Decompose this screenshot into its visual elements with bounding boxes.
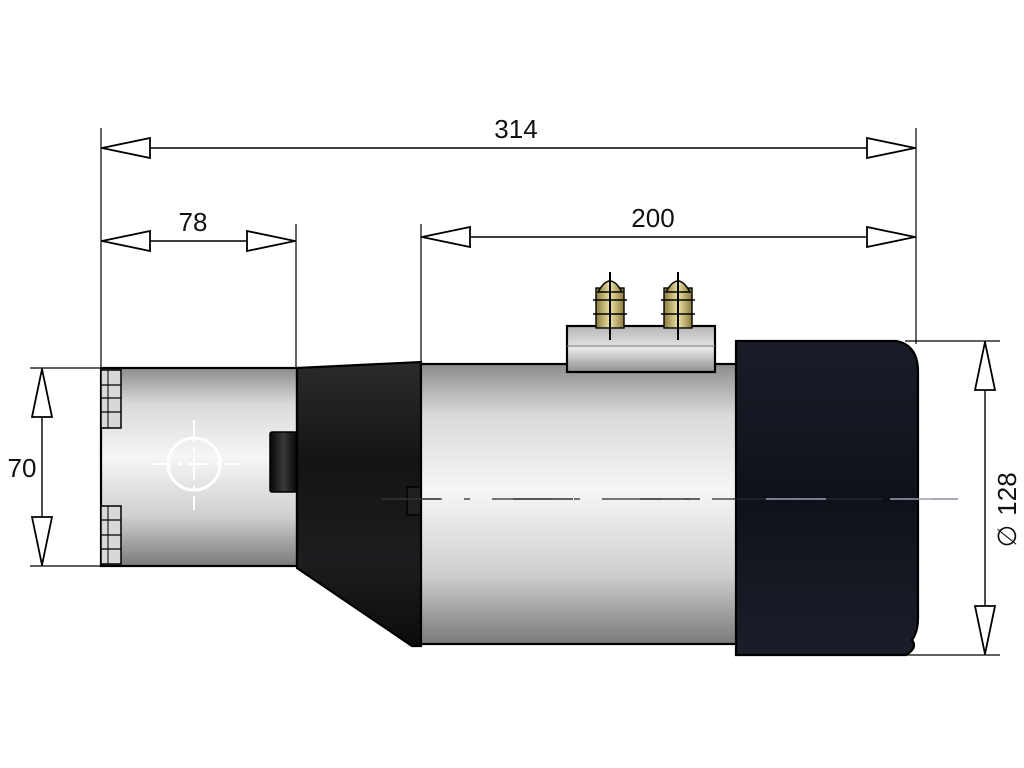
- coupling-body: [295, 360, 423, 648]
- dim-label-motor-length: 200: [631, 203, 674, 233]
- arrow-down-icon: [30, 516, 54, 566]
- shaft-stub: [269, 431, 298, 493]
- dimension-motor-length: 200: [421, 203, 916, 249]
- coupling-key: [406, 486, 422, 516]
- arrow-up-icon: [30, 368, 54, 418]
- arrow-right-icon: [246, 229, 296, 253]
- mounting-hole-icon: [150, 420, 238, 510]
- dimension-overall-length: 314: [101, 114, 916, 160]
- end-cap-body: [734, 339, 920, 657]
- coupling-housing: [295, 360, 423, 648]
- terminal-post-2: [661, 272, 695, 340]
- adapter-notch-top: [100, 369, 122, 429]
- arrow-up-icon: [973, 341, 997, 391]
- arrow-left-icon: [101, 229, 151, 253]
- dimension-adapter-length: 78: [101, 207, 296, 253]
- adapter-notch-bottom: [100, 505, 122, 565]
- adapter-flange: [99, 366, 299, 568]
- motor-body: [419, 362, 739, 646]
- dim-label-overall-length: 314: [494, 114, 537, 144]
- terminal-base: [565, 324, 717, 374]
- terminal-post-1: [593, 272, 627, 340]
- terminal-block: [565, 272, 717, 374]
- arrow-right-icon: [866, 136, 916, 160]
- arrow-left-icon: [101, 136, 151, 160]
- dim-label-adapter-length: 78: [179, 207, 208, 237]
- end-cap: [734, 339, 920, 657]
- dimension-motor-diameter: ∅ 128: [973, 341, 1022, 655]
- motor-cylinder: [419, 362, 739, 646]
- arrow-left-icon: [421, 225, 471, 249]
- arrow-down-icon: [973, 605, 997, 655]
- diameter-symbol-icon: ∅: [992, 525, 1022, 548]
- adapter-body: [99, 366, 299, 568]
- dim-label-adapter-height: 70: [8, 453, 37, 483]
- dimension-adapter-height: 70: [8, 368, 54, 566]
- arrow-right-icon: [866, 225, 916, 249]
- dim-label-motor-diameter: 128: [992, 472, 1022, 515]
